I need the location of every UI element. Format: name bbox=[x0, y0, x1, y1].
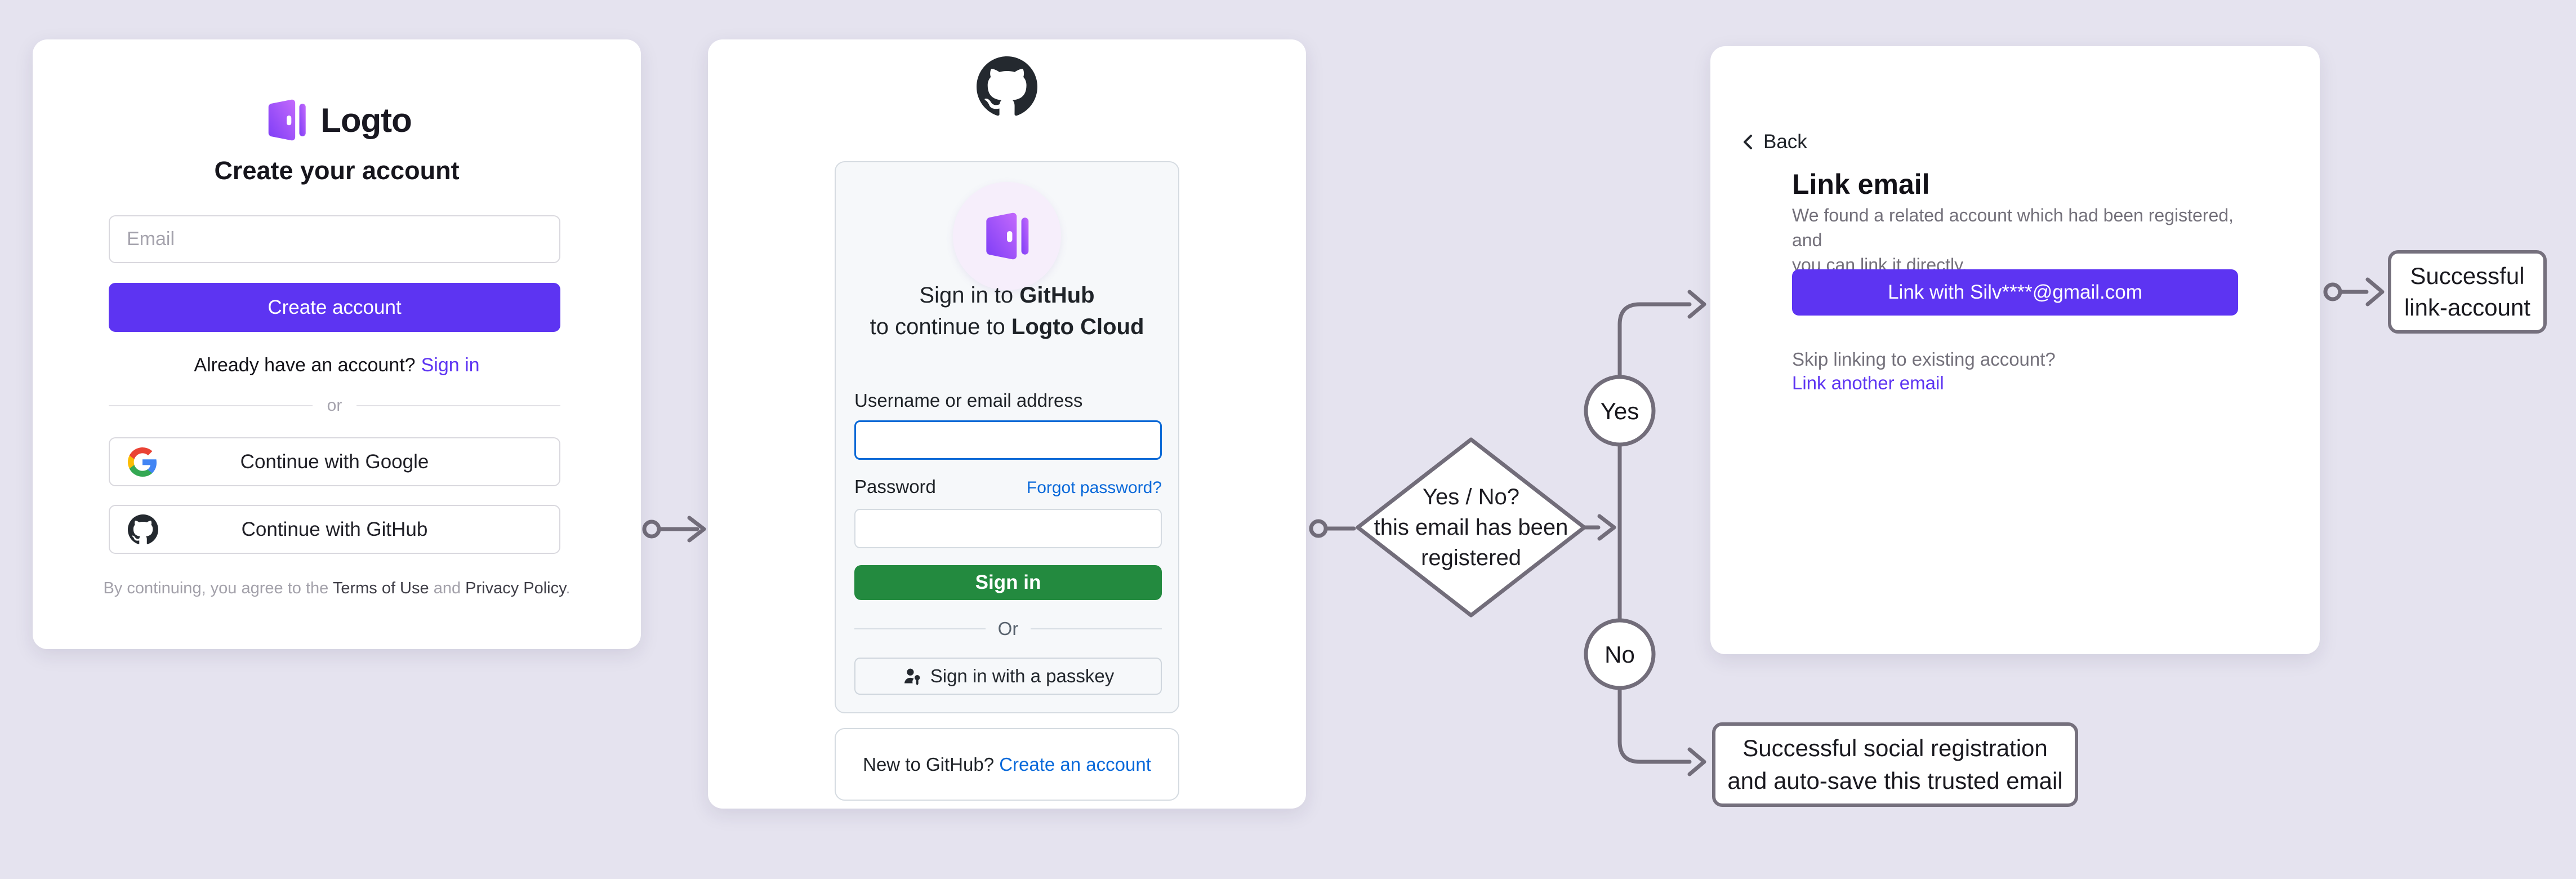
github-icon bbox=[128, 514, 158, 545]
create-account-button[interactable]: Create account bbox=[109, 283, 560, 332]
signin-heading-prefix: to continue to bbox=[870, 314, 1011, 339]
success-link-account-box: Successful link-account bbox=[2388, 250, 2547, 334]
signin-heading-line1: Sign in to GitHub bbox=[836, 282, 1178, 309]
create-account-box: New to GitHub? Create an account bbox=[835, 728, 1179, 801]
logto-brand-name: Logto bbox=[320, 101, 412, 139]
signin-prompt-row: Already have an account?Sign in bbox=[33, 354, 641, 376]
password-input[interactable] bbox=[854, 509, 1162, 548]
logto-door-icon bbox=[979, 208, 1035, 264]
skip-linking-text: Skip linking to existing account? bbox=[1792, 349, 2056, 370]
success-link-line: Successful bbox=[2410, 263, 2525, 289]
link-with-email-button[interactable]: Link with Silv****@gmail.com bbox=[1792, 269, 2238, 316]
forgot-password-link[interactable]: Forgot password? bbox=[1026, 478, 1162, 497]
logto-door-icon bbox=[262, 95, 311, 145]
link-email-title: Link email bbox=[1792, 168, 1930, 200]
passkey-signin-label: Sign in with a passkey bbox=[930, 665, 1115, 686]
decision-line: this email has been bbox=[1374, 515, 1568, 540]
new-to-github-prompt: New to GitHub? bbox=[863, 753, 995, 775]
terms-of-use-link[interactable]: Terms of Use bbox=[332, 579, 429, 597]
connector-start-dot bbox=[1309, 519, 1328, 538]
password-row: Password Forgot password? bbox=[854, 476, 1162, 498]
no-node-label: No bbox=[1605, 641, 1635, 668]
signin-prompt: Already have an account? bbox=[194, 354, 416, 376]
github-logo-icon bbox=[977, 56, 1037, 120]
github-login-panel: Sign in to GitHub to continue to Logto C… bbox=[835, 161, 1179, 713]
decision-line: registered bbox=[1421, 545, 1521, 570]
signin-heading-line2: to continue to Logto Cloud bbox=[836, 313, 1178, 340]
success-social-line: and auto-save this trusted email bbox=[1727, 767, 2063, 794]
passkey-icon bbox=[904, 668, 920, 686]
or-divider-label: or bbox=[327, 396, 342, 415]
github-signin-button[interactable]: Sign in bbox=[854, 565, 1162, 600]
description-line: We found a related account which had bee… bbox=[1792, 205, 2234, 250]
decision-diamond bbox=[1356, 437, 1586, 618]
create-an-account-link[interactable]: Create an account bbox=[999, 753, 1151, 775]
passkey-signin-button[interactable]: Sign in with a passkey bbox=[854, 658, 1162, 695]
connector-start-dot bbox=[642, 520, 661, 539]
success-social-line: Successful social registration bbox=[1742, 735, 2048, 761]
continue-with-github-button[interactable]: Continue with GitHub bbox=[109, 505, 560, 554]
success-social-registration-box: Successful social registration and auto-… bbox=[1712, 722, 2078, 807]
logto-app-avatar bbox=[953, 182, 1061, 290]
arrowhead-icon bbox=[1687, 290, 1706, 319]
or-divider-label: Or bbox=[997, 618, 1019, 639]
signin-heading-bold: Logto Cloud bbox=[1011, 314, 1144, 339]
terms-suffix: . bbox=[565, 579, 571, 597]
chevron-left-icon bbox=[1744, 135, 1752, 149]
terms-and: and bbox=[429, 579, 466, 597]
yes-node bbox=[1584, 375, 1656, 447]
email-field[interactable] bbox=[109, 215, 560, 263]
continue-with-google-button[interactable]: Continue with Google bbox=[109, 437, 560, 486]
logto-logo: Logto bbox=[33, 95, 641, 145]
signin-heading-prefix: Sign in to bbox=[919, 283, 1020, 308]
continue-with-github-label: Continue with GitHub bbox=[241, 518, 428, 540]
no-node bbox=[1584, 618, 1656, 690]
back-button[interactable]: Back bbox=[1740, 131, 1807, 153]
privacy-policy-link[interactable]: Privacy Policy bbox=[465, 579, 566, 597]
username-label: Username or email address bbox=[854, 390, 1083, 411]
decision-diamond-label: Yes / No? this email has been registered bbox=[1374, 482, 1568, 573]
github-signin-card: Sign in to GitHub to continue to Logto C… bbox=[708, 39, 1306, 809]
link-email-description: We found a related account which had bee… bbox=[1792, 203, 2254, 277]
google-icon bbox=[128, 447, 157, 477]
decision-line: Yes / No? bbox=[1423, 485, 1519, 509]
yes-node-label: Yes bbox=[1601, 398, 1639, 424]
arrowhead-icon bbox=[1687, 747, 1706, 776]
continue-with-google-label: Continue with Google bbox=[240, 450, 429, 473]
terms-notice: By continuing, you agree to the Terms of… bbox=[33, 577, 641, 600]
page-title: Create your account bbox=[214, 156, 460, 185]
password-label: Password bbox=[854, 476, 936, 497]
success-link-line: link-account bbox=[2404, 294, 2531, 321]
link-another-email-link[interactable]: Link another email bbox=[1792, 372, 1944, 393]
terms-prefix: By continuing, you agree to the bbox=[103, 579, 333, 597]
or-divider: Or bbox=[854, 616, 1162, 641]
signin-link[interactable]: Sign in bbox=[421, 354, 480, 376]
signin-heading-bold: GitHub bbox=[1019, 283, 1095, 308]
username-input[interactable] bbox=[854, 420, 1162, 460]
back-label: Back bbox=[1763, 131, 1807, 153]
link-email-card: Back Link email We found a related accou… bbox=[1710, 46, 2320, 654]
connector-start-dot bbox=[2323, 282, 2342, 301]
arrowhead-icon bbox=[2365, 277, 2385, 307]
arrowhead-icon bbox=[687, 516, 706, 543]
logto-signup-card: Logto Create your account Create account… bbox=[33, 39, 641, 649]
or-divider: or bbox=[109, 394, 560, 417]
arrowhead-icon bbox=[1597, 514, 1616, 541]
